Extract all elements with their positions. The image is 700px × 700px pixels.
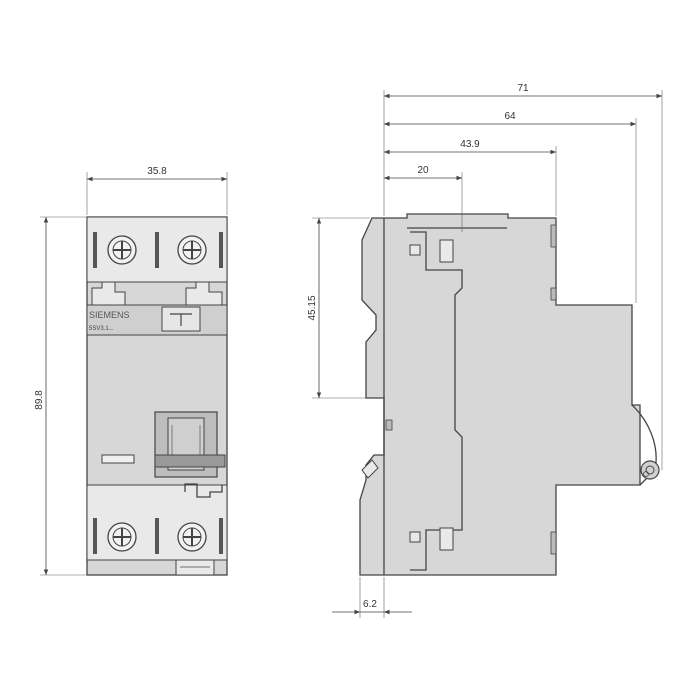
- dim-front-height: 89.8: [34, 216, 86, 576]
- side-body: [359, 213, 641, 576]
- dim-side-total-depth-label: 71: [517, 83, 529, 94]
- screw-icon: [107, 235, 137, 265]
- dim-side-offset: 6.2: [332, 577, 412, 618]
- dim-side-depth-64-label: 64: [504, 111, 516, 122]
- front-toggle-base: [154, 454, 226, 468]
- side-toggle-knob-icon: [640, 460, 660, 480]
- front-separator: [155, 232, 159, 268]
- dim-front-width: 35.8: [86, 166, 228, 215]
- front-clamp-top-right: [185, 281, 223, 306]
- front-din-clip: [175, 559, 215, 576]
- front-clamp-top-left: [91, 281, 126, 306]
- dim-side-depth-20: 20: [384, 165, 463, 232]
- front-separator: [155, 518, 159, 554]
- dim-side-rail-height-label: 45.15: [307, 295, 318, 320]
- side-bottom-terminal-window: [439, 527, 454, 551]
- front-indicator-window: [101, 454, 135, 464]
- screw-icon: [107, 522, 137, 552]
- side-internal-profile: [410, 231, 463, 512]
- screw-icon: [177, 522, 207, 552]
- front-separator: [93, 232, 97, 268]
- front-view: SIEMENS 5SV3.1...: [86, 216, 228, 576]
- dim-side-offset-label: 6.2: [363, 599, 377, 610]
- side-top-terminal-window: [439, 239, 454, 263]
- dim-side-depth-64: 64: [384, 111, 637, 303]
- dim-side-depth-20-label: 20: [417, 165, 429, 176]
- side-din-clip: [361, 459, 379, 479]
- dim-side-depth-43-9-label: 43.9: [460, 139, 480, 150]
- dim-side-rail-height: 45.15: [307, 217, 370, 399]
- front-separator: [219, 232, 223, 268]
- model-label: 5SV3.1...: [89, 326, 114, 332]
- side-view: [359, 213, 660, 576]
- front-separator: [219, 518, 223, 554]
- dim-side-depth-43-9: 43.9: [384, 139, 557, 216]
- dim-front-height-label: 89.8: [34, 390, 45, 410]
- front-clamp-bottom: [184, 483, 223, 498]
- front-separator: [93, 518, 97, 554]
- dim-front-width-label: 35.8: [147, 166, 167, 177]
- screw-icon: [177, 235, 207, 265]
- brand-label: SIEMENS: [89, 310, 130, 320]
- front-label-plate: [86, 304, 228, 336]
